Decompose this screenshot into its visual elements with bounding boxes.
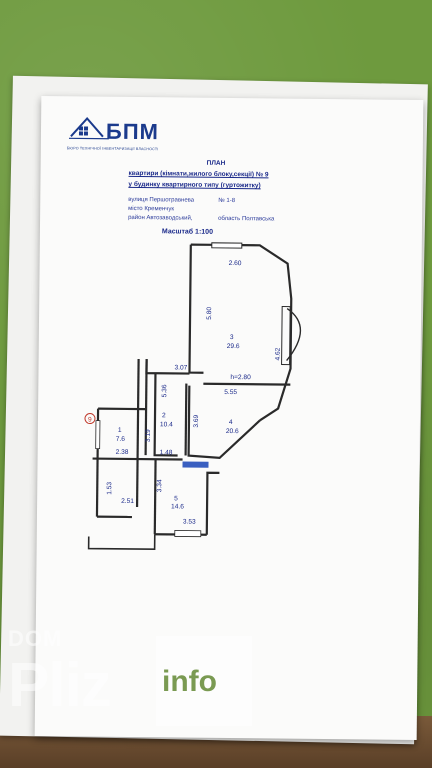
room-2-number: 2 <box>162 412 166 419</box>
dim-5-80: 5.80 <box>206 307 213 320</box>
apartment-floor-plan: 9 3 29.6 4 20.6 2 10.4 1 7.6 5 14.6 2.60… <box>84 242 301 551</box>
room-1-area: 7.6 <box>116 436 126 443</box>
watermark-dom: DOM <box>8 626 63 651</box>
room-2-area: 10.4 <box>160 421 173 428</box>
dim-3-07: 3.07 <box>174 364 187 371</box>
marker-9: 9 <box>88 417 92 424</box>
room-3-number: 3 <box>230 334 234 341</box>
watermark-box <box>156 636 252 726</box>
dim-4-62: 4.62 <box>275 347 282 360</box>
company-logo-icon <box>68 116 109 140</box>
dim-2-51: 2.51 <box>121 498 134 505</box>
dim-5-55: 5.55 <box>224 389 237 396</box>
dim-h-2-80: h=2.80 <box>230 374 251 381</box>
watermark-pliz: Pliz <box>8 651 112 720</box>
dim-1-48: 1.48 <box>160 449 173 456</box>
wall-left-room3 <box>188 244 204 374</box>
room-1-number: 1 <box>118 427 122 434</box>
dim-2-38: 2.38 <box>116 449 129 456</box>
room-5-area: 14.6 <box>171 503 184 510</box>
dim-3-53: 3.53 <box>183 519 196 526</box>
room-3-area: 29.6 <box>227 343 240 350</box>
dim-3-69: 3.69 <box>193 414 200 427</box>
dim-3-19: 3.19 <box>145 429 152 442</box>
dim-1-53: 1.53 <box>106 482 113 495</box>
dim-5-36: 5.36 <box>161 384 168 397</box>
room-4-area: 20.6 <box>226 428 239 435</box>
floor-plan-sheet: БПМ БЮРО ТЕХНІЧНОЇ ІНВЕНТАРИЗАЦІЇ ВЛАСНО… <box>34 96 424 740</box>
watermark-info: info <box>162 665 217 698</box>
room-4-number: 4 <box>229 419 233 426</box>
room-5-number: 5 <box>174 495 178 502</box>
dim-2-60: 2.60 <box>229 260 242 267</box>
dim-3-34: 3.34 <box>156 479 163 492</box>
